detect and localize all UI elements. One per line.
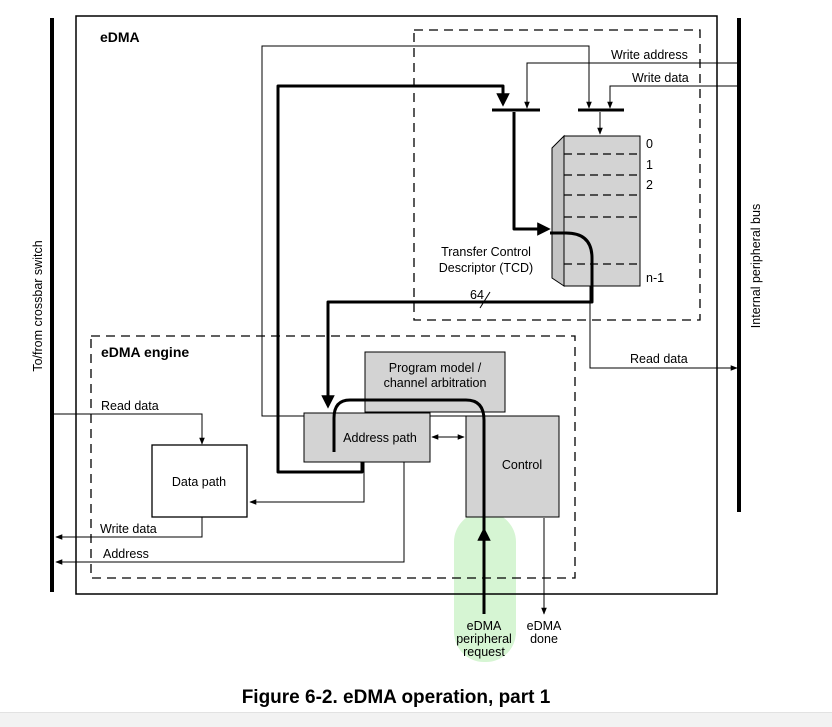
edma-outer-box [75,15,718,595]
request-line1: eDMA [467,619,502,633]
tcd-region [413,29,701,321]
crossbar-bus-label: To/from crossbar switch [31,240,45,371]
address-path-block [303,412,431,463]
tcd-row-0: 0 [646,137,653,151]
program-model-block [364,351,506,413]
tcd-label-line2: Descriptor (TCD) [439,261,533,275]
engine-region [90,335,576,579]
tcd-label-line1: Transfer Control [441,245,531,259]
peripheral-bus-label: Internal peripheral bus [749,204,763,328]
address-left-label: Address [103,547,149,561]
tcd-block [551,134,641,287]
write-address-label: Write address [611,48,688,62]
edma-title: eDMA [100,29,140,45]
read-data-left-label: Read data [101,399,159,413]
write-data-top-label: Write data [632,71,689,85]
bottom-strip [0,712,832,727]
write-data-left-label: Write data [100,522,157,536]
engine-title: eDMA engine [101,344,189,360]
request-line2: peripheral [456,632,512,646]
tcd-row-1: 1 [646,158,653,172]
data-path-block [151,444,248,518]
program-model-line2: channel arbitration [384,376,487,390]
bus-width-label: 64 [470,288,484,302]
data-path-label: Data path [172,475,226,489]
figure-caption: Figure 6-2. eDMA operation, part 1 [242,687,551,708]
request-line3: request [463,645,505,659]
tcd-row-2: 2 [646,178,653,192]
done-line1: eDMA [527,619,562,633]
done-line2: done [530,632,558,646]
tcd-row-n-1: n-1 [646,271,664,285]
read-data-right-label: Read data [630,352,688,366]
control-label: Control [502,458,542,472]
address-path-label: Address path [343,431,417,445]
program-model-line1: Program model / [389,361,482,375]
control-block [465,415,560,518]
